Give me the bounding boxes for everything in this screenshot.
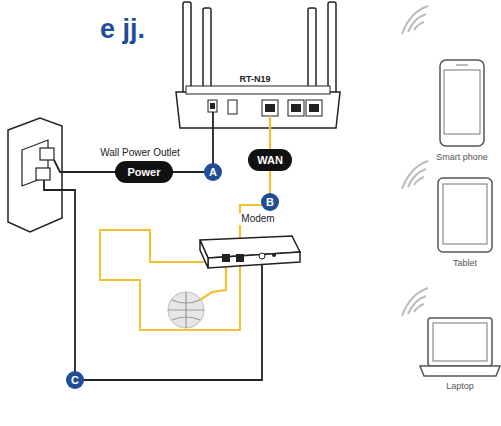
- node-text: Power: [127, 166, 160, 178]
- title-fragment: e jj.: [100, 14, 145, 45]
- node-text: A: [209, 166, 217, 178]
- callout-letter: C: [66, 371, 84, 389]
- device-label: Smart phone: [436, 152, 488, 162]
- device-label: Modem: [239, 213, 276, 225]
- node-text: B: [266, 196, 274, 208]
- cable-tag: Power: [115, 161, 173, 183]
- device-label: Laptop: [446, 381, 474, 391]
- model-name: RT-N19: [237, 74, 272, 84]
- device-label: Tablet: [453, 258, 477, 268]
- node-text: C: [71, 374, 79, 386]
- node-text: WAN: [257, 154, 283, 166]
- cable-tag: WAN: [248, 149, 292, 171]
- outlet-label: Wall Power Outlet: [98, 147, 182, 159]
- callout-letter: B: [261, 193, 279, 211]
- callout-letter: A: [204, 163, 222, 181]
